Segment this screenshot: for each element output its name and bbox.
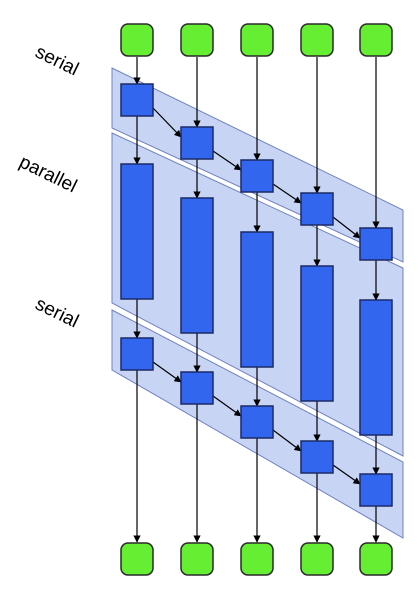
- parallel-task: [300, 265, 334, 402]
- sink-node: [240, 542, 274, 576]
- serial-task-top: [240, 159, 274, 193]
- source-node: [240, 23, 274, 57]
- sink-node: [300, 542, 334, 576]
- serial-task-top: [120, 83, 154, 117]
- edge-serial-chain-bottom: [332, 464, 361, 485]
- sink-node: [120, 542, 154, 576]
- parallel-task: [359, 299, 393, 436]
- edge-serial-chain-top: [212, 150, 242, 171]
- serial-task-bottom: [300, 440, 334, 474]
- sink-node: [180, 542, 214, 576]
- source-node: [120, 23, 154, 57]
- parallel-task: [240, 231, 274, 368]
- serial-task-top: [300, 192, 334, 226]
- parallel-label: parallel: [16, 152, 80, 198]
- edge-serial-chain-top: [152, 107, 182, 138]
- serial-task-bottom: [359, 473, 393, 507]
- serial-task-top: [359, 227, 393, 261]
- parallel-task: [120, 163, 154, 300]
- serial-task-bottom: [180, 371, 214, 405]
- edge-serial-chain-top: [332, 216, 361, 239]
- serial-task-bottom: [120, 337, 154, 371]
- source-node: [300, 23, 334, 57]
- serial-bottom-label: serial: [32, 294, 82, 333]
- edges: [133, 57, 380, 543]
- edge-serial-chain-bottom: [212, 395, 242, 417]
- edge-serial-chain-bottom: [152, 361, 182, 383]
- nodes: [120, 23, 393, 576]
- edge-serial-chain-bottom: [272, 429, 302, 452]
- edge-serial-chain-top: [272, 183, 302, 204]
- parallel-task: [180, 197, 214, 334]
- serial-top-label: serial: [32, 42, 82, 81]
- sink-node: [359, 542, 393, 576]
- source-node: [180, 23, 214, 57]
- serial-task-top: [180, 126, 214, 160]
- serial-task-bottom: [240, 405, 274, 439]
- source-node: [359, 23, 393, 57]
